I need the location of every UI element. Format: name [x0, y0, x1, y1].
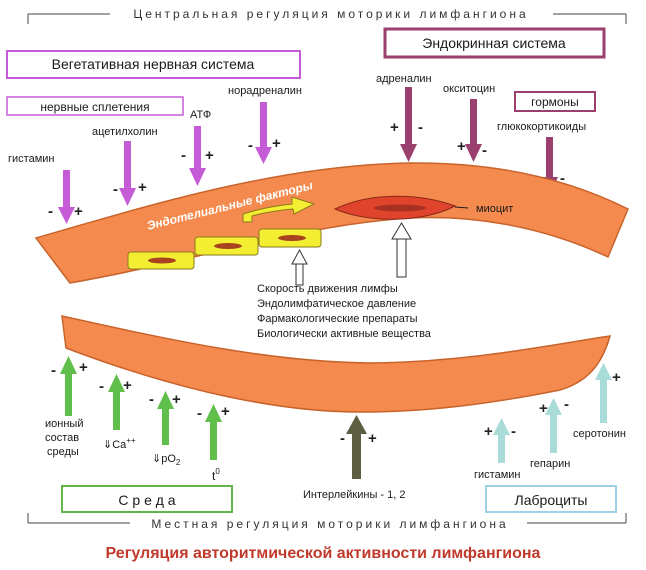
histamine-bottom-arrow	[493, 418, 510, 463]
labrocytes-label: Лаброциты	[515, 492, 588, 508]
po2-arrow	[157, 391, 174, 445]
serotonin-label: серотонин	[573, 428, 626, 440]
heparin-arrow	[545, 398, 562, 453]
endothelial-yellow-arrow	[242, 196, 316, 223]
histamine-top-arrow	[58, 170, 75, 224]
interleukins-label: Интерлейкины - 1, 2	[303, 489, 406, 501]
factor-item: Эндолимфатическое давление	[257, 298, 416, 310]
ionic-label-line2: состав	[45, 432, 79, 444]
endothelial-cell	[194, 236, 259, 256]
svg-text:-: -	[511, 423, 516, 440]
factor-item: Скорость движения лимфы	[257, 283, 398, 295]
myocyte-pointer	[454, 206, 469, 209]
svg-text:+: +	[221, 403, 230, 420]
po2-label: ⇓pO2	[152, 453, 181, 467]
adrenaline-arrow	[400, 87, 417, 162]
svg-text:-: -	[197, 405, 202, 422]
oxytocin-label: окситоцин	[443, 83, 495, 95]
environment-label: С р е д а	[118, 492, 175, 508]
lower-vessel-wall	[61, 315, 612, 413]
hormones-box	[514, 91, 596, 112]
svg-text:+: +	[390, 119, 399, 136]
central-regulation-bracket	[27, 13, 627, 24]
local-regulation-header: Местная регуляция моторики лимфангиона	[151, 517, 508, 531]
svg-text:+: +	[539, 400, 548, 417]
svg-text:-: -	[340, 430, 345, 447]
ionic-composition-arrow	[60, 356, 77, 416]
environment-box	[61, 485, 233, 513]
svg-text:-: -	[48, 203, 53, 220]
atp-arrow	[189, 126, 206, 186]
svg-text:-: -	[51, 362, 56, 379]
svg-text:-: -	[181, 147, 186, 164]
acetylcholine-label: ацетилхолин	[92, 126, 158, 138]
factor-item: Фармакологические препараты	[257, 313, 418, 325]
vegetative-system-box	[6, 50, 301, 79]
ionic-label-line1: ионный	[45, 418, 83, 430]
endocrine-system-box	[383, 27, 606, 59]
green-arrows	[60, 356, 222, 460]
factors-list: Скорость движения лимфы Эндолимфатическо…	[257, 283, 432, 340]
svg-text:+: +	[172, 391, 181, 408]
endothelial-cell	[127, 251, 195, 270]
noradrenaline-label: норадреналин	[228, 85, 302, 97]
local-regulation-bracket	[27, 513, 627, 524]
serotonin-arrow	[595, 363, 612, 423]
svg-text:-: -	[99, 378, 104, 395]
noradrenaline-arrow	[255, 102, 272, 164]
hormones-label: гормоны	[531, 95, 579, 109]
svg-text:-: -	[248, 137, 253, 154]
endocrine-system-label: Эндокринная система	[422, 35, 566, 51]
nerve-plexus-label: нервные сплетения	[40, 100, 149, 114]
heparin-label: гепарин	[530, 458, 570, 470]
svg-text:+: +	[138, 179, 147, 196]
svg-text:+: +	[612, 369, 621, 386]
pale-blue-arrows	[493, 363, 612, 463]
violet-arrows	[58, 102, 272, 224]
factor-item: Биологически активные вещества	[257, 328, 432, 340]
histamine-top-label: гистамин	[8, 153, 54, 165]
calcium-arrow	[108, 374, 125, 430]
calcium-label: ⇓Ca++	[103, 436, 136, 451]
bottom-signs: - + - + - + - + - + + - + - +	[51, 359, 621, 447]
lymph-flow-arrow	[291, 248, 308, 286]
svg-text:+: +	[123, 377, 132, 394]
central-regulation-header: Центральная регуляция моторики лимфангио…	[133, 7, 528, 21]
myocyte	[333, 195, 457, 220]
svg-text:-: -	[482, 142, 487, 159]
svg-text:-: -	[560, 170, 565, 187]
adrenaline-label: адреналин	[376, 73, 432, 85]
oxytocin-arrow	[465, 99, 482, 162]
glucocorticoids-label: глюкокортикоиды	[497, 121, 586, 133]
endothelial-cell	[258, 228, 322, 248]
ionic-label-line3: среды	[47, 446, 79, 458]
temperature-label: t0	[212, 467, 220, 483]
svg-text:-: -	[564, 396, 569, 413]
svg-text:+: +	[74, 203, 83, 220]
vegetative-system-label: Вегетативная нервная система	[52, 56, 255, 72]
svg-text:-: -	[418, 119, 423, 136]
myocyte-label: миоцит	[476, 203, 513, 215]
histamine-bottom-label: гистамин	[474, 469, 520, 481]
nerve-plexus-box	[6, 96, 184, 116]
endothelial-cells	[127, 228, 322, 270]
temperature-arrow	[205, 404, 222, 460]
interleukins-arrow	[346, 415, 367, 479]
labrocytes-box	[485, 485, 617, 513]
svg-text:+: +	[205, 147, 214, 164]
svg-text:+: +	[79, 359, 88, 376]
svg-text:+: +	[484, 423, 493, 440]
svg-text:+: +	[272, 135, 281, 152]
myocyte-stimulus-arrow	[391, 222, 412, 278]
acetylcholine-arrow	[119, 141, 136, 206]
svg-text:-: -	[149, 391, 154, 408]
diagram-title: Регуляция авторитмической активности лим…	[106, 545, 541, 562]
atp-label: АТФ	[190, 109, 211, 121]
svg-text:-: -	[113, 181, 118, 198]
svg-text:+: +	[368, 430, 377, 447]
svg-text:+: +	[457, 138, 466, 155]
